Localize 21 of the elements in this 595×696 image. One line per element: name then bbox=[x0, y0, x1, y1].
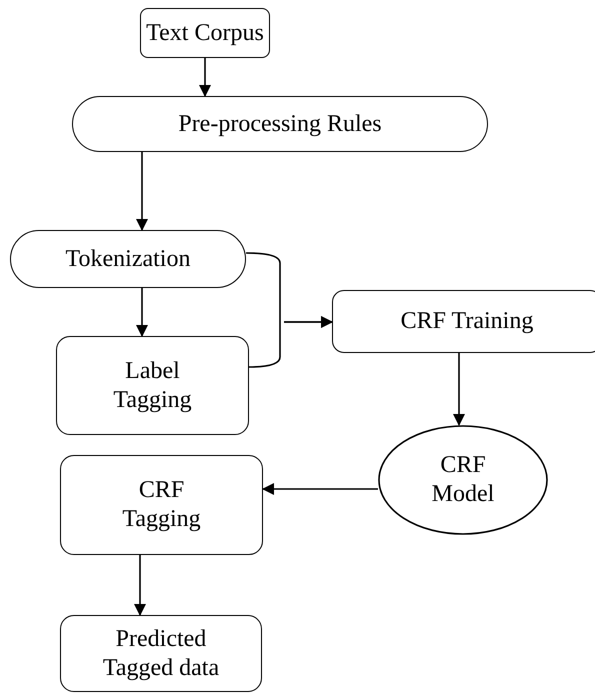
arrow bbox=[262, 483, 378, 495]
node-label: Pre-processing Rules bbox=[178, 110, 382, 138]
arrow bbox=[453, 353, 465, 426]
process-box bbox=[332, 290, 595, 353]
node-label: Label Tagging bbox=[112, 356, 193, 414]
node-label: CRF Model bbox=[430, 451, 496, 509]
process-box bbox=[60, 455, 263, 555]
process-ellipse bbox=[378, 425, 548, 535]
arrow bbox=[248, 316, 333, 368]
node-label: Predicted Tagged data bbox=[102, 624, 220, 682]
node-label: CRF Tagging bbox=[121, 476, 202, 534]
node-label: Text Corpus bbox=[146, 18, 264, 48]
node-label: Tokenization bbox=[66, 244, 190, 274]
process-box bbox=[60, 615, 262, 692]
arrow bbox=[199, 58, 211, 97]
arrow bbox=[136, 152, 148, 231]
node-label: CRF Training bbox=[400, 307, 534, 336]
process-box bbox=[140, 8, 270, 58]
process-box bbox=[56, 336, 249, 435]
arrow bbox=[136, 288, 148, 337]
arrow bbox=[134, 555, 146, 616]
